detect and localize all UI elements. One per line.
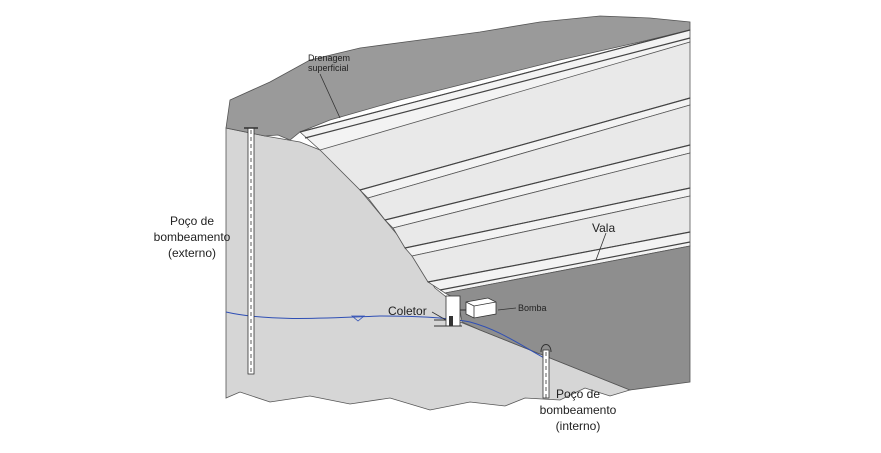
- label-poco-externo-line1: Poço de: [170, 214, 214, 228]
- leader-lines: [319, 73, 607, 321]
- bench-edges: [299, 29, 691, 291]
- external-well: [244, 127, 258, 375]
- label-bomba: Bomba: [518, 303, 547, 313]
- label-drenagem-line1: Drenagem: [308, 53, 350, 63]
- label-poco-interno-line2: bombeamento: [540, 403, 617, 417]
- collector-sump: [434, 295, 462, 327]
- water-table-line: [225, 311, 549, 361]
- label-poco-externo-line3: (externo): [168, 246, 216, 260]
- label-poco-interno-line3: (interno): [556, 419, 601, 433]
- label-vala: Vala: [592, 221, 615, 235]
- pump-box: [460, 297, 497, 319]
- water-table-marker: [350, 315, 366, 322]
- label-coletor: Coletor: [388, 304, 427, 318]
- label-poco-interno-line1: Poço de: [556, 387, 600, 401]
- label-poco-externo-line2: bombeamento: [154, 230, 231, 244]
- internal-well: [540, 344, 552, 399]
- label-drenagem-line2: superficial: [308, 63, 349, 73]
- ground-surface: [225, 15, 691, 141]
